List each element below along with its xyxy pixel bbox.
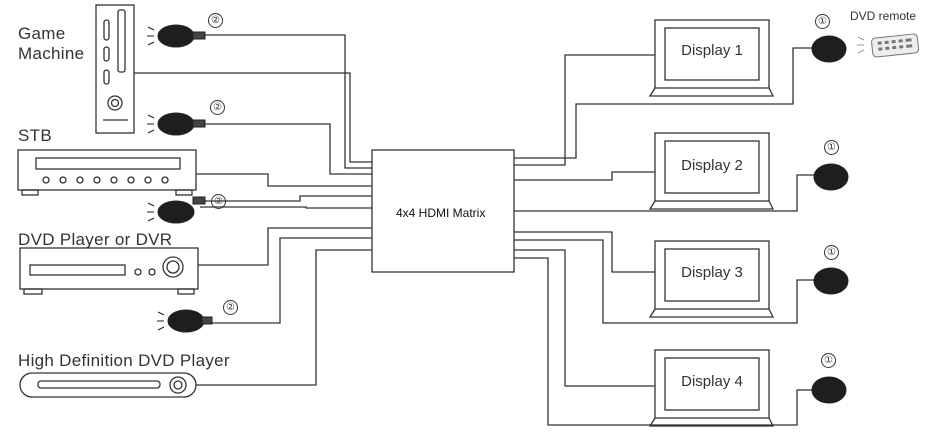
ir-emitter-3-icon: [147, 196, 206, 224]
hdmi-matrix-box: [371, 149, 515, 273]
display-4-monitor: [648, 349, 775, 427]
receiver-marker-3: ①: [824, 245, 839, 260]
display-3-label: Display 3: [681, 264, 743, 281]
stb-label: STB: [18, 126, 52, 145]
game-machine-label: Game Machine: [18, 24, 85, 63]
game-machine-device: [95, 4, 135, 134]
ir-emitters: [147, 24, 213, 333]
display-2-monitor: [648, 132, 775, 210]
emitter-marker-1: ②: [208, 13, 223, 28]
hd-dvd-device: [19, 372, 197, 398]
ir-emitter-2-icon: [147, 112, 206, 136]
ir-receiver-1-icon: [811, 35, 847, 63]
receiver-marker-1: ①: [815, 14, 830, 29]
receiver-marker-4: ①: [821, 353, 836, 368]
receiver-marker-2: ①: [824, 140, 839, 155]
display-1-monitor: [648, 19, 775, 97]
ir-emitter-1-icon: [147, 24, 206, 48]
emitter-marker-4: ②: [223, 300, 238, 315]
display-3-monitor: [648, 240, 775, 318]
display-4-label: Display 4: [681, 373, 743, 390]
ir-receiver-4-icon: [811, 376, 847, 404]
ir-receiver-2-icon: [813, 163, 849, 191]
ir-receivers: [811, 35, 849, 404]
dvd-dvr-label: DVD Player or DVR: [18, 230, 173, 249]
dvd-remote-icon: [857, 33, 920, 58]
dvd-dvr-device: [19, 247, 199, 295]
display-1-label: Display 1: [681, 42, 743, 59]
ir-receiver-3-icon: [813, 267, 849, 295]
hdmi-matrix-label: 4x4 HDMI Matrix: [396, 206, 486, 220]
ir-emitter-4-icon: [157, 309, 213, 333]
dvd-remote-label: DVD remote: [850, 9, 917, 23]
hd-dvd-label: High Definition DVD Player: [18, 351, 230, 370]
emitter-marker-2: ②: [210, 100, 225, 115]
display-2-label: Display 2: [681, 157, 743, 174]
stb-device: [17, 149, 197, 196]
emitter-marker-3: ②: [211, 194, 226, 209]
